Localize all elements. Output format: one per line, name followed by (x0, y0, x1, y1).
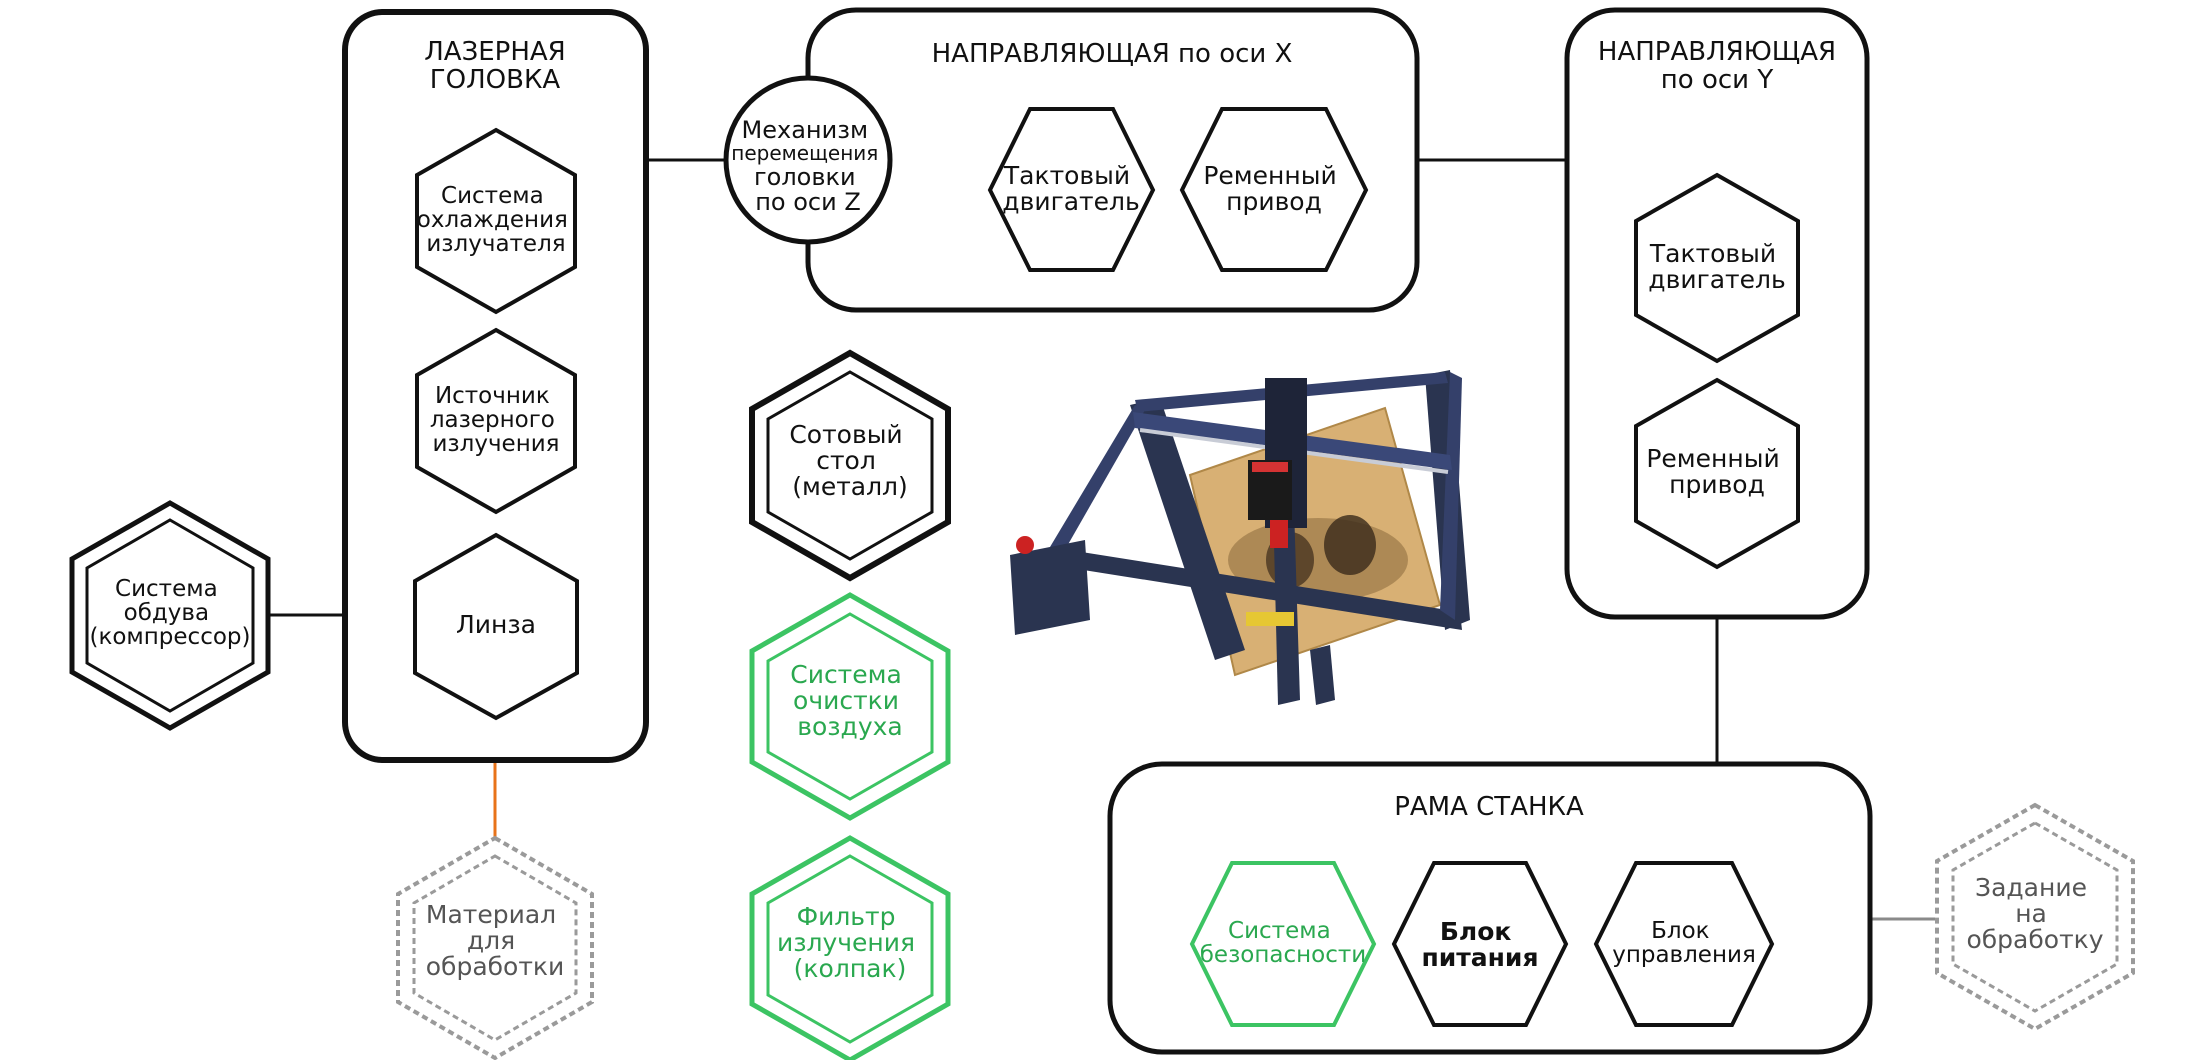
laser-head-title-1: ЛАЗЕРНАЯ (424, 37, 566, 67)
frame-front-rail (1050, 547, 1462, 630)
air-purifier-label: Система очистки воздуха (790, 660, 910, 741)
radiation-filter-hexagon-outer (749, 835, 951, 1060)
y-stepper-hexagon (1634, 172, 1800, 364)
y-guide-title-2: по оси Y (1661, 65, 1774, 95)
material-label: Материал для обработки (426, 900, 565, 981)
x-guide-title: НАПРАВЛЯЮЩАЯ по оси X (932, 39, 1293, 69)
cooling-label: Система охлаждения излучателя (417, 183, 575, 257)
material-hexagon-outer (396, 835, 594, 1060)
frame-foot (1310, 645, 1335, 705)
laser-source-hexagon (415, 327, 577, 515)
air-purifier-hexagon-outer (749, 592, 951, 821)
safety-hexagon (1189, 861, 1377, 1027)
psu-label: Блок питания (1422, 917, 1539, 972)
control-box (1010, 540, 1090, 635)
air-assist-label: Система обдува (компрессор) (89, 576, 250, 650)
honeycomb-label: Сотовый стол (металл) (789, 420, 910, 501)
honeycomb-hexagon-outer (749, 349, 951, 582)
z-mechanism-label: Механизм перемещения головки по оси Z (731, 116, 884, 216)
emergency-button (1016, 536, 1034, 554)
control-hexagon (1593, 861, 1775, 1027)
y-guide-title-1: НАПРАВЛЯЮЩАЯ (1598, 37, 1836, 67)
radiation-filter-label: Фильтр излучения (колпак) (777, 902, 923, 983)
radiation-filter-hexagon-inner (766, 854, 934, 1044)
frame-side-left (1050, 405, 1145, 555)
air-assist-hexagon-inner (85, 518, 255, 713)
safety-label: Система безопасности (1200, 918, 1367, 968)
air-assist-hexagon-outer (69, 500, 271, 731)
frame-title: РАМА СТАНКА (1394, 792, 1584, 822)
laser-engraver-illustration (1010, 370, 1470, 705)
connectors (268, 158, 1719, 764)
psu-hexagon (1391, 861, 1569, 1027)
cooling-hexagon (415, 127, 577, 315)
air-purifier-hexagon-inner (766, 612, 934, 801)
lens-hexagon (413, 532, 579, 721)
lens-label: Линза (456, 610, 536, 639)
material-hexagon-inner (412, 854, 578, 1042)
job-hexagon-outer (1935, 802, 2135, 1032)
x-stepper-label: Тактовый двигатель (1002, 161, 1139, 216)
x-stepper-hexagon (987, 107, 1156, 272)
z-mechanism-circle (723, 75, 893, 245)
y-belt-label: Ременный привод (1646, 444, 1787, 499)
y-stepper-label: Тактовый двигатель (1648, 239, 1785, 294)
x-belt-label: Ременный привод (1203, 161, 1344, 216)
laser-head-title-2: ГОЛОВКА (430, 65, 561, 95)
job-label: Задание на обработку (1966, 873, 2103, 954)
machine-label (1246, 612, 1294, 626)
frame-left-rail (1130, 398, 1245, 660)
job-hexagon-inner (1951, 821, 2119, 1013)
y-belt-hexagon (1634, 377, 1800, 570)
x-belt-hexagon (1179, 107, 1369, 272)
frame-side-right (1440, 372, 1462, 620)
laser-source-label: Источник лазерного излучения (430, 383, 562, 457)
honeycomb-hexagon-inner (766, 370, 934, 561)
control-label: Блок управления (1612, 918, 1756, 968)
